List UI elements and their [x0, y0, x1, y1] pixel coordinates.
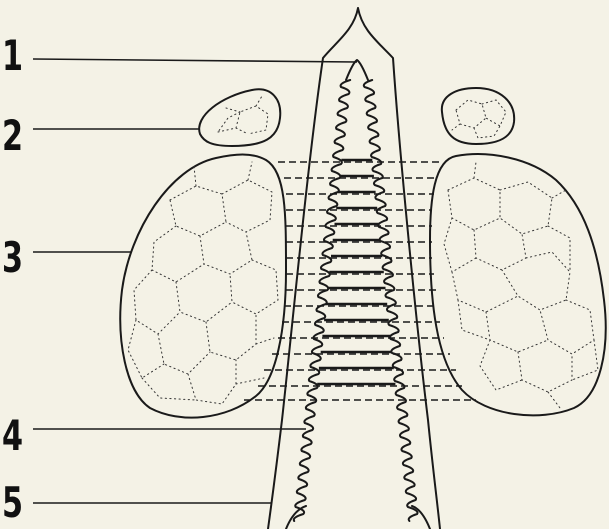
outer-tube — [268, 8, 440, 529]
inner-channel-right-wall — [364, 80, 418, 521]
small-body-right — [442, 88, 514, 144]
large-body-left — [120, 155, 286, 418]
label-1: 1 — [2, 31, 23, 80]
label-3: 3 — [2, 233, 23, 282]
inner-channel-apex — [346, 60, 368, 80]
large-body-left-texture — [128, 162, 278, 404]
label-2: 2 — [2, 111, 23, 160]
inner-channel-left-wall — [294, 80, 350, 521]
small-body-right-texture — [452, 100, 506, 138]
label-4: 4 — [2, 411, 23, 460]
label-5: 5 — [2, 478, 23, 527]
large-body-right-texture — [444, 162, 598, 408]
small-body-left-texture — [218, 96, 268, 134]
large-body-right — [430, 154, 606, 415]
small-body-left — [199, 89, 280, 146]
leader-line-1 — [33, 59, 357, 62]
connecting-dashed-lines — [244, 162, 476, 400]
